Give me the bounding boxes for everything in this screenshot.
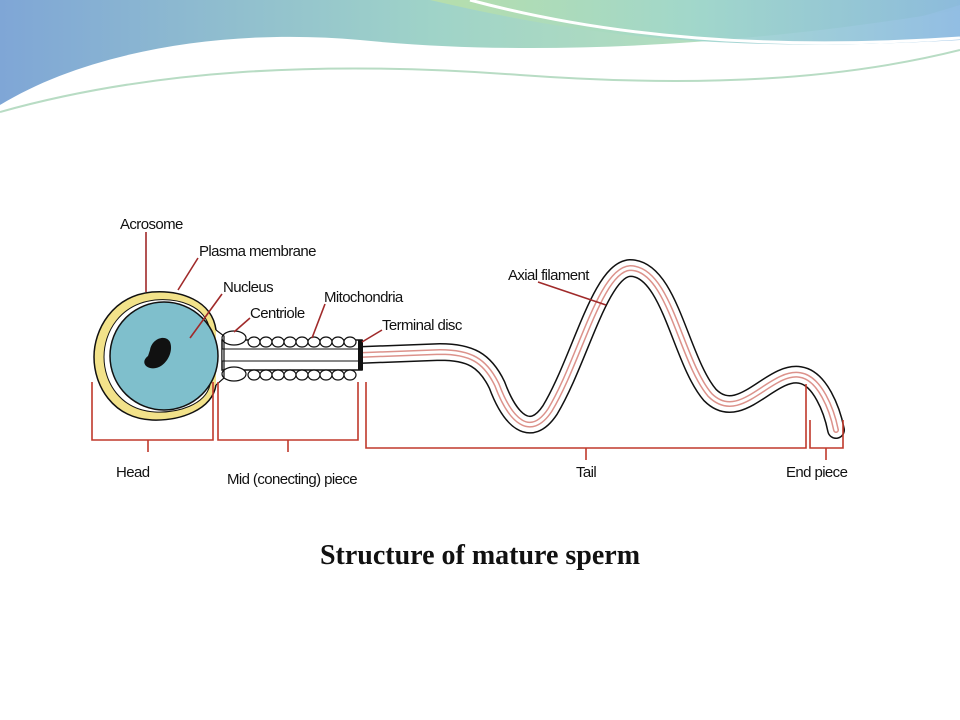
- mitochondria-top-row: [247, 336, 357, 348]
- mid-piece-shape: [221, 330, 363, 382]
- centriole-shape-bottom: [221, 366, 247, 382]
- label-mitochondria: Mitochondria: [324, 289, 404, 306]
- slide-caption: Structure of mature sperm: [319, 540, 641, 571]
- head-shape: [93, 291, 225, 421]
- label-nucleus: Nucleus: [223, 279, 273, 296]
- tail-shape: [351, 258, 845, 439]
- mid-piece-bracket: [217, 382, 359, 441]
- label-mid-piece: Mid (conecting) piece: [227, 471, 357, 488]
- mitochondria-bottom-row: [247, 369, 357, 381]
- tail-bracket: [365, 382, 807, 449]
- top-banner-decoration: [0, 0, 960, 115]
- label-axial-filament: Axial filament: [508, 267, 590, 284]
- label-end-piece: End piece: [786, 464, 848, 481]
- leader-lines: [145, 232, 607, 343]
- label-centriole: Centriole: [250, 305, 305, 322]
- label-tail: Tail: [576, 464, 596, 481]
- label-head: Head: [116, 464, 150, 481]
- centriole-shape-top: [221, 330, 247, 346]
- terminal-disc-shape: [358, 340, 363, 370]
- label-plasma-membrane: Plasma membrane: [199, 243, 316, 260]
- head-bracket: [91, 382, 214, 441]
- nucleus-chromatin: [144, 337, 172, 369]
- label-terminal-disc: Terminal disc: [382, 317, 463, 334]
- region-brackets: [91, 382, 844, 460]
- label-acrosome: Acrosome: [120, 216, 183, 233]
